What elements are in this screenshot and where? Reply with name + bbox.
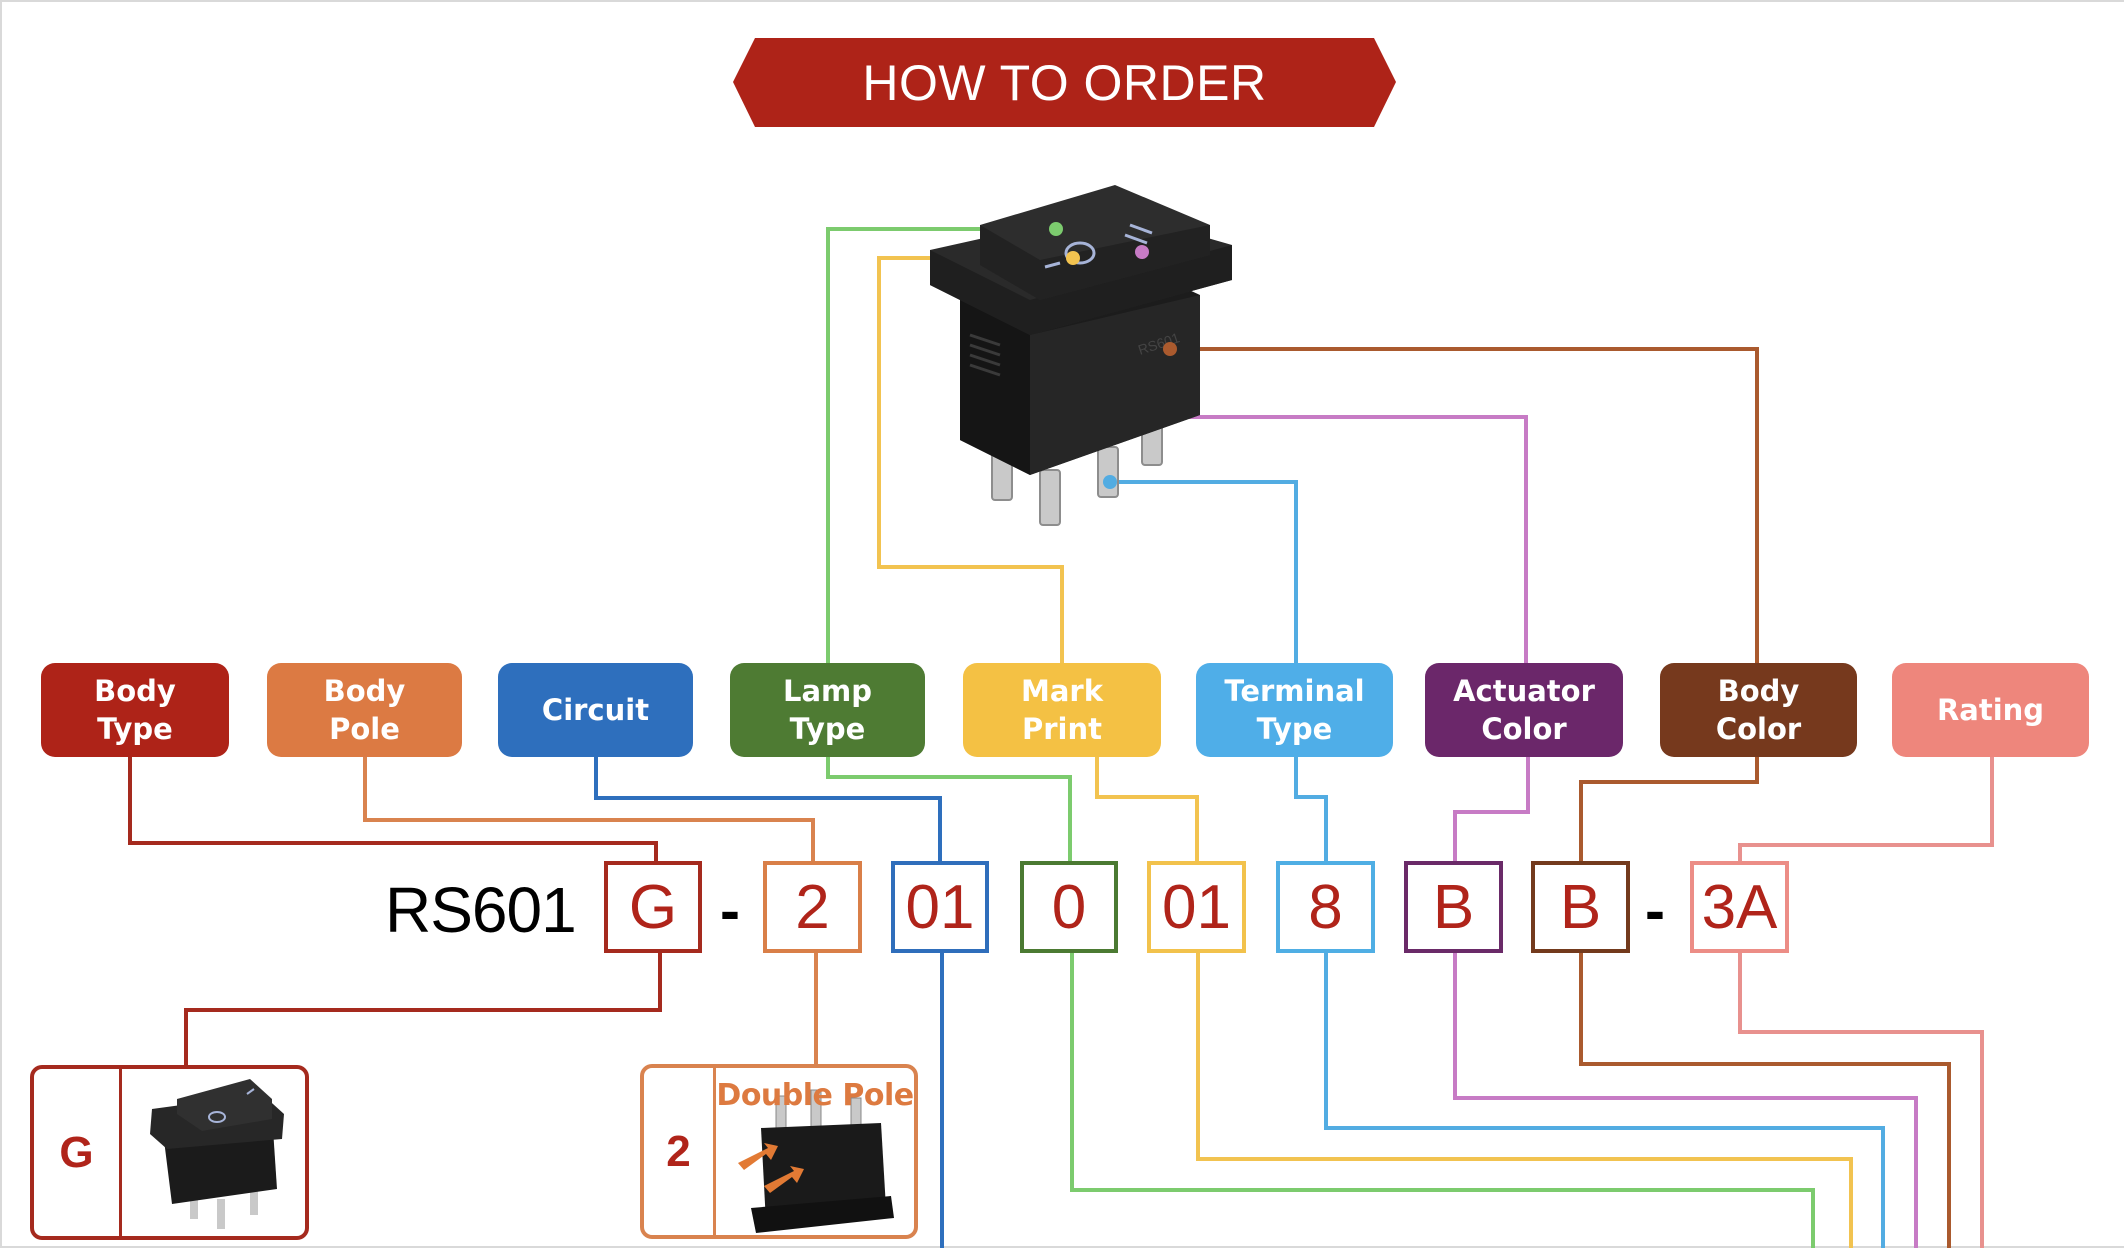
link-actuator-color [1453,757,1530,861]
code-segment-body-type: G [604,861,702,953]
body-color-dot [1163,342,1177,356]
link-terminal-type [1294,757,1328,861]
code-segment-lamp-type: 0 [1020,861,1118,953]
option-image-area: Double Pole [716,1068,914,1235]
code-segment-circuit: 01 [891,861,989,953]
link-mark-print [1095,757,1199,861]
code-separator-rating: - [1645,876,1665,944]
category-mark-print: Mark Print [963,663,1161,757]
drop-lamp-type [1070,953,1815,1248]
category-rating: Rating [1892,663,2089,757]
code-segment-body-color: B [1531,861,1630,953]
link-body-type [128,757,658,861]
link-circuit [594,757,942,861]
drop-body-type [184,953,662,1066]
drop-mark-print [1196,953,1853,1248]
drop-rating [1738,953,1984,1248]
option-body-type-g: G [30,1065,309,1240]
drop-terminal-type [1324,953,1885,1248]
lamp-type-dot [1049,222,1063,236]
code-segment-mark-print: 01 [1147,861,1246,953]
category-body-pole: Body Pole [267,663,462,757]
how-to-order-banner: HOW TO ORDER [733,38,1396,127]
link-lamp-type [826,757,1072,861]
category-body-color: Body Color [1660,663,1857,757]
link-body-color [1579,757,1759,861]
order-code-prefix: RS601 [385,874,577,946]
mark-print-dot [1066,251,1080,265]
category-circuit: Circuit [498,663,693,757]
rocker-switch-image: RS601 [930,185,1232,526]
option-code: 2 [644,1068,716,1235]
drop-actuator-color [1453,953,1918,1248]
code-segment-rating: 3A [1690,861,1789,953]
actuator-color-dot [1135,245,1149,259]
option-code: G [34,1069,122,1236]
leader-body-color [1170,347,1759,663]
link-rating [1738,757,1994,861]
terminal-type-dot [1103,475,1117,489]
category-terminal-type: Terminal Type [1196,663,1393,757]
category-lamp-type: Lamp Type [730,663,925,757]
link-body-pole [363,757,815,861]
banner-title: HOW TO ORDER [862,54,1267,111]
code-segment-actuator-color: B [1404,861,1503,953]
option-body-pole-2: 2 Double Pole [640,1064,918,1239]
code-segment-terminal-type: 8 [1276,861,1375,953]
leader-terminal-type [1110,480,1298,663]
rocker-switch-front-image [150,1079,284,1229]
category-body-type: Body Type [41,663,229,757]
rocker-switch-back-image [738,1089,894,1233]
option-title: Double Pole [716,1078,914,1113]
code-separator: - [720,876,740,944]
category-actuator-color: Actuator Color [1425,663,1623,757]
code-segment-body-pole: 2 [763,861,862,953]
drop-body-color [1579,953,1951,1248]
